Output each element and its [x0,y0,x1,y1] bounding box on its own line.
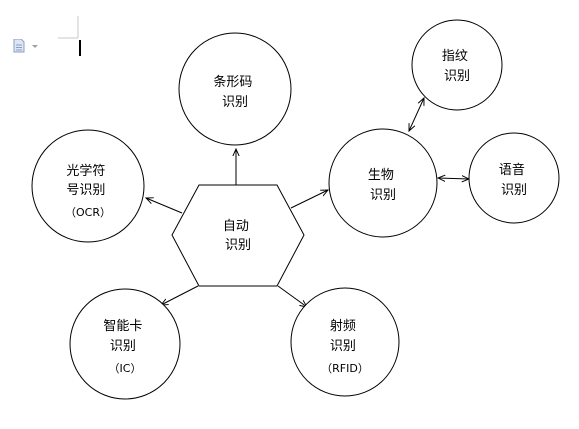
document-menu[interactable] [12,38,42,53]
node-bio [328,128,438,238]
node-ocr [31,129,145,243]
rfid-label: 射频 识别 （RFID） [321,318,369,375]
arrow-to-ic [161,285,199,305]
arrow-to-ocr [146,198,183,214]
bio-label: 生物 识别 [368,168,398,203]
node-barcode [178,32,292,146]
ic-label: 智能卡 识别 （IC） [103,319,146,375]
text-cursor [58,14,82,58]
arrow-bio-voice [438,178,469,179]
arrow-bio-finger [409,98,424,131]
node-voice [468,132,560,224]
barcode-label: 条形码 识别 [213,74,256,110]
dropdown-arrow-icon [32,45,38,48]
node-finger [411,19,503,111]
arrow-to-rfid [277,285,307,307]
node-ic [69,288,181,400]
center-hexagon [171,184,305,287]
document-icon [13,38,25,53]
node-rfid [290,287,400,397]
finger-label: 指纹 识别 [442,49,472,84]
ocr-label: 光学符 号识别 （OCR） [65,163,111,219]
arrow-to-bio [290,190,328,209]
voice-label: 语音 识别 [499,162,529,198]
center-label: 自动 识别 [223,219,253,253]
